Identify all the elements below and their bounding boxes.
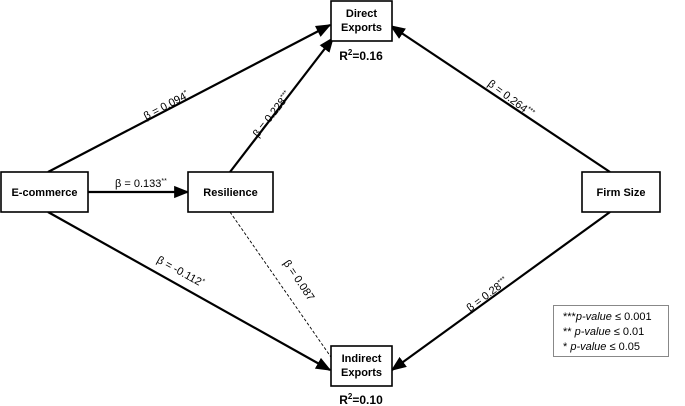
- node-indirect-exports: Indirect Exports: [330, 345, 393, 387]
- r2-indirect-value: =0.10: [352, 393, 383, 406]
- legend-row: ***p-value ≤ 0.001: [563, 311, 652, 323]
- path-resilience-direct: [229, 36, 334, 173]
- node-resilience-label: Resilience: [203, 187, 257, 199]
- r2-indirect-sup: 2: [348, 392, 353, 401]
- node-ecommerce-label: E-commerce: [11, 187, 77, 199]
- node-direct-exports: Direct Exports: [330, 0, 393, 42]
- coef-ecommerce-direct: β = 0.094*: [142, 89, 191, 122]
- legend-row: ** p-value ≤ 0.01: [563, 326, 645, 338]
- node-firm-size-label: Firm Size: [597, 187, 646, 199]
- coef-ecommerce-indirect: β = -0.112*: [155, 254, 207, 290]
- node-ecommerce: E-commerce: [0, 171, 89, 213]
- node-indirect-exports-label-line2: Exports: [341, 367, 382, 379]
- node-direct-exports-label-line2: Exports: [341, 22, 382, 34]
- r2-indirect-exports: R2=0.10: [339, 392, 383, 406]
- node-resilience: Resilience: [187, 171, 274, 213]
- significance-legend: ***p-value ≤ 0.001 ** p-value ≤ 0.01 * p…: [553, 305, 669, 357]
- coef-resilience-indirect: β = 0.087: [281, 258, 317, 303]
- coef-firmsize-indirect: β = 0.28***: [465, 275, 511, 314]
- path-ecommerce-indirect: [47, 211, 332, 371]
- r2-direct-exports: R2=0.16: [339, 48, 383, 63]
- path-firmsize-indirect: [390, 211, 611, 371]
- node-firm-size: Firm Size: [581, 171, 661, 213]
- coef-ecommerce-resilience: β = 0.133**: [115, 178, 167, 190]
- node-indirect-exports-label-line1: Indirect: [342, 353, 382, 365]
- coef-firmsize-direct: β = 0.264***: [485, 78, 536, 121]
- path-firmsize-direct: [389, 25, 611, 173]
- path-ecommerce-direct: [47, 24, 332, 173]
- r2-direct-value: =0.16: [352, 49, 383, 63]
- r2-direct-label: R: [339, 49, 348, 63]
- r2-indirect-label: R: [339, 393, 348, 406]
- node-direct-exports-label-line1: Direct: [346, 8, 378, 20]
- path-resilience-indirect: [229, 211, 334, 361]
- r2-direct-sup: 2: [348, 48, 353, 57]
- legend-row: * p-value ≤ 0.05: [563, 341, 640, 353]
